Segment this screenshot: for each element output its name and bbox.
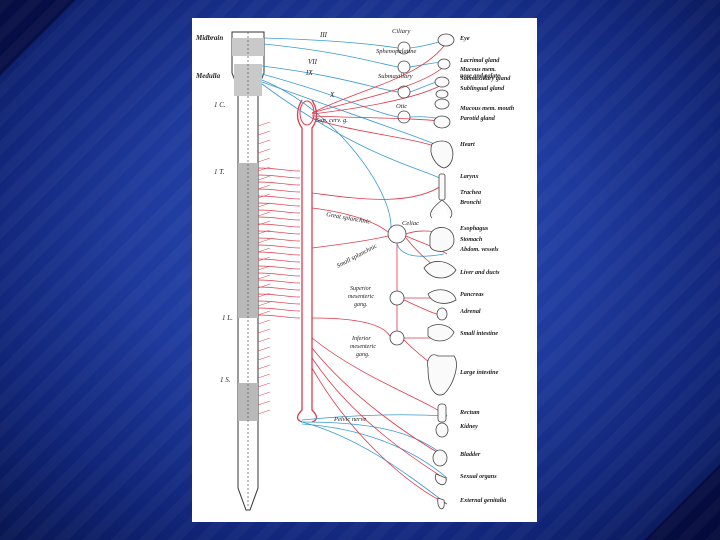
celiac-label: Celiac: [402, 220, 419, 227]
organ-illustrations: [423, 33, 457, 510]
otic-ganglion: [397, 110, 411, 124]
organ-shape-8: [430, 199, 453, 219]
organ-label-4: Sublingual gland: [460, 85, 505, 92]
organ-label-22: Sexual organs: [460, 473, 497, 480]
sympathetic-trunk: [296, 99, 318, 423]
t1-label: 1 T.: [214, 168, 225, 176]
organ-label-8: Larynx: [459, 173, 479, 180]
inferior-mesenteric-ganglion: [389, 330, 405, 346]
organ-label-6: Parotid gland: [460, 115, 496, 122]
organ-label-14: Liver and ducts: [459, 269, 500, 276]
organ-shape-2: [434, 76, 450, 88]
organ-label-3: Submaxillary gland: [460, 75, 511, 82]
organ-shape-7: [438, 173, 446, 201]
submaxillary-ganglion: [397, 85, 411, 99]
inferior-mesenteric-label-1: Inferior: [351, 335, 371, 342]
organ-label-16: Adrenal: [459, 308, 481, 315]
organ-shape-1: [437, 58, 451, 70]
midbrain-label: Midbrain: [195, 34, 223, 42]
spinal-roots: [257, 121, 301, 415]
medulla-label: Medulla: [195, 72, 221, 80]
cranial-nerve-vii-label: VII: [308, 58, 318, 66]
organ-label-1: Lacrimal gland: [459, 57, 500, 64]
pelvic-nerve-label: Pelvic nerve: [333, 416, 366, 423]
superior-mesenteric-label-2: mesenteric: [348, 294, 374, 300]
cranial-nerve-ix-label: IX: [305, 69, 313, 77]
organ-shape-14: [427, 354, 457, 396]
cranial-nerve-iii-label: III: [319, 31, 328, 39]
organ-shape-16: [435, 422, 449, 438]
otic-label: Otic: [396, 103, 407, 110]
organ-label-20: Kidney: [459, 423, 478, 430]
organ-label-0: Eye: [459, 35, 470, 42]
organ-shape-6: [430, 140, 454, 169]
ciliary-ganglion: [397, 41, 411, 55]
organ-label-11: Esophagus: [459, 225, 489, 232]
organ-label-17: Small intestine: [460, 330, 498, 337]
great-splanchnic-label: Great splanchnic: [326, 211, 371, 226]
autonomic-nervous-system-diagram: Midbrain Medulla 1 C. 1 T. 1 L. 1 S. III…: [192, 18, 537, 522]
ciliary-label: Ciliary: [392, 28, 411, 35]
small-splanchnic-label: Small splanchnic: [336, 243, 379, 270]
organ-label-13: Abdom. vessels: [459, 246, 499, 253]
cranial-nerve-x-label: X: [329, 91, 335, 99]
organ-shape-19: [437, 497, 445, 510]
organ-shape-10: [423, 261, 457, 279]
organ-label-7: Heart: [459, 141, 475, 148]
organ-shape-4: [434, 98, 450, 110]
organ-label-12: Stomach: [460, 236, 483, 243]
celiac-ganglion: [387, 224, 407, 244]
organ-shape-0: [437, 33, 455, 47]
sphenopalatine-ganglion: [397, 60, 411, 74]
peripheral-ganglia: [387, 41, 411, 346]
organ-label-19: Rectum: [459, 409, 480, 416]
superior-mesenteric-label-1: Superior: [350, 286, 372, 292]
midbrain-shade: [232, 38, 264, 56]
organ-shape-9: [429, 227, 455, 252]
organ-label-2-1: nose and palate: [460, 73, 500, 80]
organ-shape-11: [427, 289, 457, 304]
organ-shape-12: [436, 307, 448, 321]
organ-shape-13: [427, 324, 455, 342]
spinal-cord: [231, 31, 265, 511]
organ-shape-3: [435, 89, 449, 99]
c1-label: 1 C.: [214, 101, 226, 109]
organ-label-10: Bronchi: [459, 199, 481, 206]
organ-label-18: Large intestine: [459, 369, 499, 376]
organ-shape-5: [433, 115, 451, 129]
sup-cerv-label: Sup. cerv. g.: [316, 117, 348, 124]
diagram-canvas: Midbrain Medulla 1 C. 1 T. 1 L. 1 S. III…: [195, 28, 515, 511]
organ-label-5: Mucous mem. mouth: [459, 105, 515, 112]
superior-mesenteric-ganglion: [389, 290, 405, 306]
superior-cervical-ganglion: [299, 100, 315, 126]
submaxillary-label: Submaxillary: [378, 73, 413, 80]
organ-label-9: Trachea: [460, 189, 481, 196]
organ-label-2-0: Mucous mem.: [459, 66, 497, 73]
inferior-mesenteric-label-2: mesenteric: [350, 344, 376, 350]
organ-shape-15: [437, 403, 447, 423]
superior-mesenteric-label-3: gang.: [354, 302, 368, 308]
s1-label: 1 S.: [220, 376, 231, 384]
organ-label-23: External genitalia: [459, 497, 506, 504]
nerve-pathways: [261, 37, 448, 505]
l1-label: 1 L.: [222, 314, 233, 322]
organ-shape-18: [434, 473, 447, 486]
organ-label-21: Bladder: [459, 451, 481, 458]
sphenopalatine-label: Sphenopalatine: [376, 48, 417, 55]
inferior-mesenteric-label-3: gang.: [356, 352, 370, 358]
organ-shape-17: [432, 449, 448, 467]
organ-label-15: Pancreas: [460, 291, 484, 298]
